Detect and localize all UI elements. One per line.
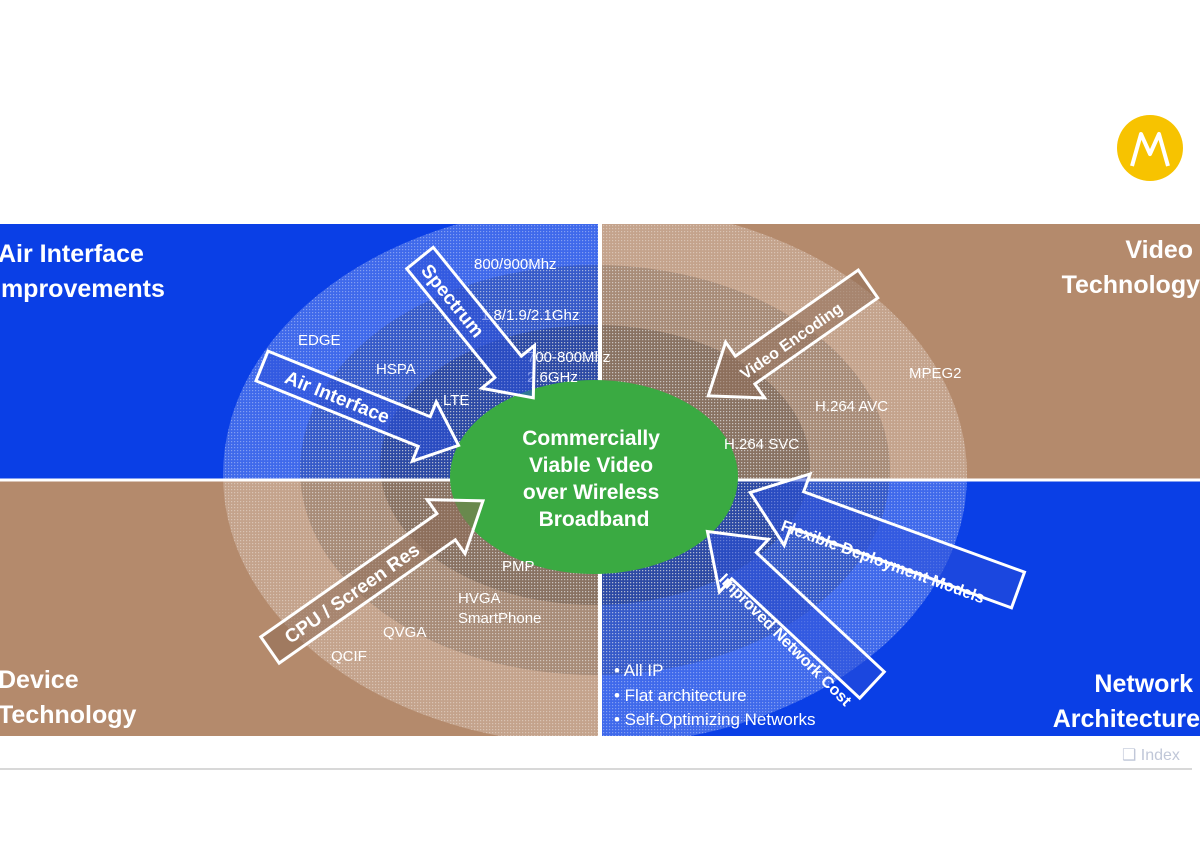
index-link[interactable]: ❑ Index	[1122, 747, 1180, 764]
label-pmp: PMP	[502, 558, 535, 575]
label-h264-avc: H.264 AVC	[815, 398, 888, 415]
title-network-architecture: Network Architecture	[1053, 670, 1200, 733]
arrow-network-cost	[705, 529, 887, 701]
label-smartphone: SmartPhone	[458, 610, 541, 627]
label-h264-svc: H.264 SVC	[724, 436, 799, 453]
title-air-interface: Air Interface Improvements	[0, 240, 165, 303]
label-edge: EDGE	[298, 332, 341, 349]
arrow-flexible-deployment	[747, 471, 1027, 610]
label-hvga: HVGA	[458, 590, 501, 607]
label-lte: LTE	[443, 392, 469, 409]
title-device-technology: Device Technology	[0, 666, 137, 729]
label-700-800mhz: 700-800Mhz	[527, 349, 610, 366]
label-mpeg2: MPEG2	[909, 365, 962, 382]
label-800-900mhz: 800/900Mhz	[474, 256, 557, 273]
arrow-video-encoding	[706, 267, 880, 400]
network-bullets: • All IP • Flat architecture • Self-Opti…	[614, 661, 816, 729]
title-video-technology: Video Technology	[1062, 236, 1200, 299]
center-text: Commercially Viable Video over Wireless …	[522, 427, 666, 531]
motorola-logo-icon	[1117, 115, 1183, 181]
label-1-8ghz: 1.8/1.9/2.1Ghz	[481, 307, 579, 324]
label-qvga: QVGA	[383, 624, 426, 641]
label-group: 800/900Mhz 1.8/1.9/2.1Ghz 700-800Mhz 2.6…	[298, 256, 962, 665]
center-ellipse	[450, 380, 738, 574]
label-2-6ghz: 2.6GHz	[527, 369, 578, 386]
label-hspa: HSPA	[376, 361, 416, 378]
label-qcif: QCIF	[331, 648, 367, 665]
